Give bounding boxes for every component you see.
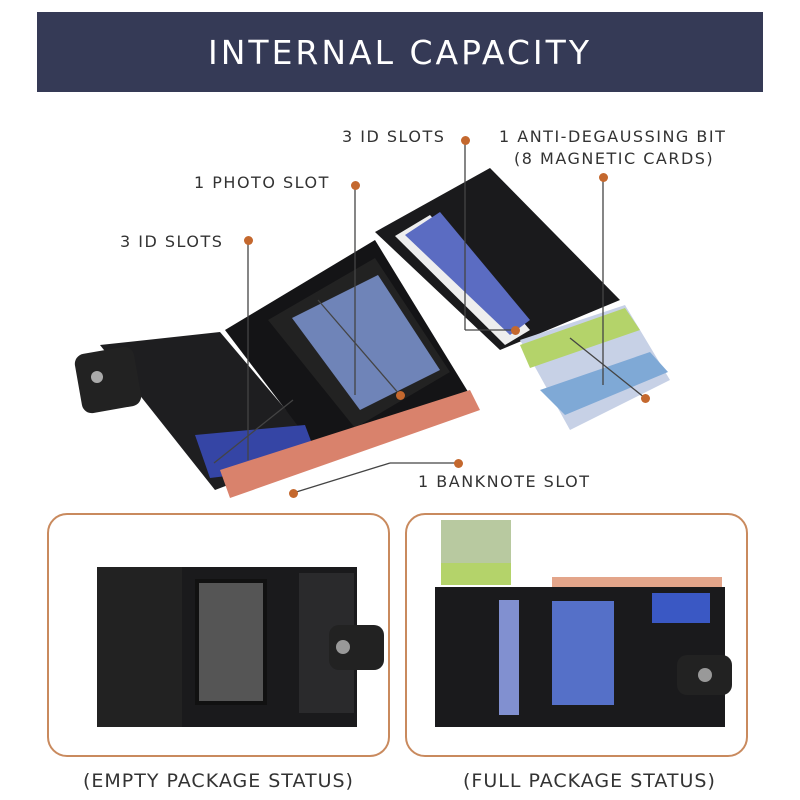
label-magnetic-cards: (8 MAGNETIC CARDS) [514,149,715,168]
caption-full: (FULL PACKAGE STATUS) [463,770,716,792]
callout-lines [213,140,646,494]
label-id-slots-left: 3 ID SLOTS [120,232,224,251]
callout-dot [351,181,360,190]
empty-wallet-photo [97,567,384,727]
callout-dot [511,326,520,335]
callout-dot [289,489,298,498]
page-title: INTERNAL CAPACITY [208,32,592,72]
callout-dot [641,394,650,403]
callout-dot [396,391,405,400]
callout-dot [599,173,608,182]
callout-dot [454,459,463,468]
full-wallet-panel [405,513,748,757]
label-photo-slot: 1 PHOTO SLOT [194,173,330,192]
label-id-slots-right: 3 ID SLOTS [342,127,446,146]
label-anti-degaussing: 1 ANTI-DEGAUSSING BIT [499,127,727,146]
full-wallet-photo [435,520,732,727]
callout-dot [244,236,253,245]
label-banknote-slot: 1 BANKNOTE SLOT [418,472,591,491]
card-stack [520,305,670,430]
empty-wallet-panel [47,513,390,757]
title-banner: INTERNAL CAPACITY [37,12,763,92]
caption-empty: (EMPTY PACKAGE STATUS) [83,770,354,792]
open-wallet-photo [74,168,670,498]
callout-dot [461,136,470,145]
